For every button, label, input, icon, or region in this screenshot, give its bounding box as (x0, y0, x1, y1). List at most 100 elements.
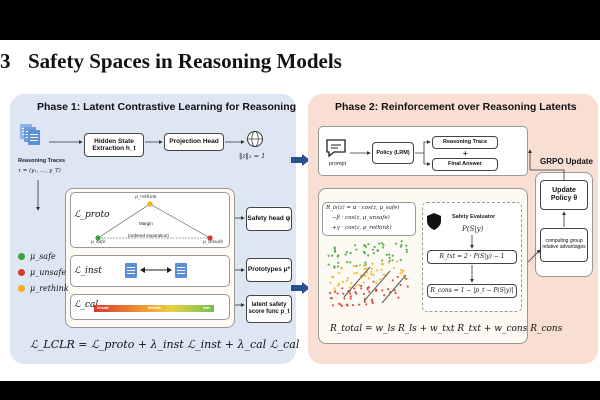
norm-label: ‖z‖₂ = 1 (239, 152, 266, 160)
scatter-point (342, 280, 345, 283)
scatter-point (370, 270, 373, 273)
section-number: 3 (0, 49, 11, 73)
top-black-bar (0, 0, 600, 40)
scatter-point (357, 283, 361, 287)
scatter-point (333, 247, 336, 250)
r-cons-box: R_cons = 1 − |p_t − P(S|y)| (427, 284, 517, 298)
phase1-title: Phase 1: Latent Contrastive Learning for… (37, 101, 297, 113)
scatter-point (371, 300, 374, 303)
scatter-point (405, 250, 408, 253)
scatter-point (405, 277, 408, 280)
proto-left-label: μ_safe (91, 240, 106, 245)
scatter-point (400, 268, 403, 272)
scatter-point (401, 271, 404, 274)
scatter-point (399, 258, 402, 262)
scatter-point (400, 243, 403, 246)
scatter-point (380, 242, 383, 245)
scatter-point (355, 248, 358, 251)
final-answer-box: Final Answer (432, 158, 498, 171)
scatter-point (399, 245, 402, 248)
total-reward-formula: R_total = w_ls R_ls + w_txt R_txt + w_co… (330, 324, 563, 334)
scatter-point (337, 261, 340, 264)
latent-score-box: latent safety score func p_t (246, 295, 292, 323)
scatter-point (346, 277, 349, 280)
scatter-point (352, 265, 355, 268)
scatter-point (396, 275, 399, 279)
update-policy-box: Update Policy θ (540, 180, 588, 210)
scatter-point (381, 289, 384, 292)
proto-top-label: μ_rethink (135, 195, 157, 200)
scatter-point (387, 288, 390, 291)
scatter-point (399, 283, 402, 287)
safety-head-box: Safety head ψ (246, 207, 292, 231)
legend-safe-dot (18, 253, 25, 260)
scatter-point (354, 244, 357, 247)
scatter-point (388, 259, 391, 262)
scatter-point (358, 264, 362, 267)
scatter-point (331, 254, 334, 257)
scatter-point (331, 304, 335, 307)
scatter-point (375, 281, 378, 285)
legend-rethink-dot (18, 285, 25, 292)
scatter-point (365, 303, 368, 306)
calibration-gradient-bar (94, 305, 214, 312)
inst-loss-panel (70, 255, 230, 287)
scatter-point (378, 242, 381, 245)
scatter-point (402, 269, 405, 272)
scatter-point (370, 273, 373, 276)
scatter-point (362, 281, 366, 284)
legend-safe-label: μ_safe (30, 252, 56, 261)
scatter-point (388, 253, 391, 256)
scatter-point (372, 273, 375, 276)
scatter-point (348, 292, 352, 295)
scatter-point (395, 242, 398, 245)
rls-formula-panel (322, 202, 416, 236)
legend-unsafe-label: μ_unsafe (30, 268, 67, 277)
shield-icon (427, 213, 441, 230)
scatter-point (349, 295, 352, 298)
loss-cal-label: ℒ_cal (74, 300, 99, 310)
scatter-point (345, 251, 348, 254)
policy-box: Policy (LRM) (372, 142, 414, 164)
hidden-state-box: Hidden State Extraction h_t (84, 133, 144, 157)
scatter-point (327, 254, 330, 257)
scatter-point (405, 248, 408, 251)
scatter-point (367, 277, 370, 280)
bottom-black-bar (0, 381, 600, 400)
scatter-point (391, 254, 394, 257)
scatter-point (393, 289, 396, 292)
reasoning-traces-formula: τ = (y₁, …, y_T) (18, 168, 61, 174)
legend-rethink-label: μ_rethink (30, 284, 69, 293)
scatter-point (379, 278, 382, 281)
scatter-point (380, 263, 384, 266)
scatter-point (345, 303, 348, 306)
grad-unsafe-label: Unsafe (97, 306, 109, 310)
grad-safe-label: Safe (203, 306, 211, 310)
rls-line-2: −β · cos(z, μ_unsafe) (332, 215, 390, 221)
scatter-point (355, 271, 358, 274)
scatter-point (385, 253, 388, 256)
scatter-point (346, 260, 349, 264)
scatter-point (365, 267, 368, 270)
reasoning-trace-box: Reasoning Trace (432, 136, 498, 149)
scatter-point (382, 246, 385, 249)
projection-head-box: Projection Head (164, 133, 224, 151)
scatter-point (372, 280, 375, 283)
scatter-point (371, 302, 374, 305)
scatter-point (342, 292, 345, 295)
scatter-point (364, 245, 367, 248)
scatter-point (334, 290, 337, 293)
scatter-point (334, 250, 337, 253)
scatter-point (366, 288, 369, 291)
prototype-triangle (95, 201, 213, 241)
scatter-point (383, 294, 386, 297)
scatter-point (406, 285, 409, 288)
scatter-point (382, 273, 385, 276)
legend-unsafe-dot (18, 269, 25, 276)
scatter-point (400, 240, 403, 243)
scatter-point (371, 248, 374, 251)
scatter-point (353, 287, 356, 290)
scatter-point (336, 265, 339, 268)
scatter-point (376, 249, 380, 252)
